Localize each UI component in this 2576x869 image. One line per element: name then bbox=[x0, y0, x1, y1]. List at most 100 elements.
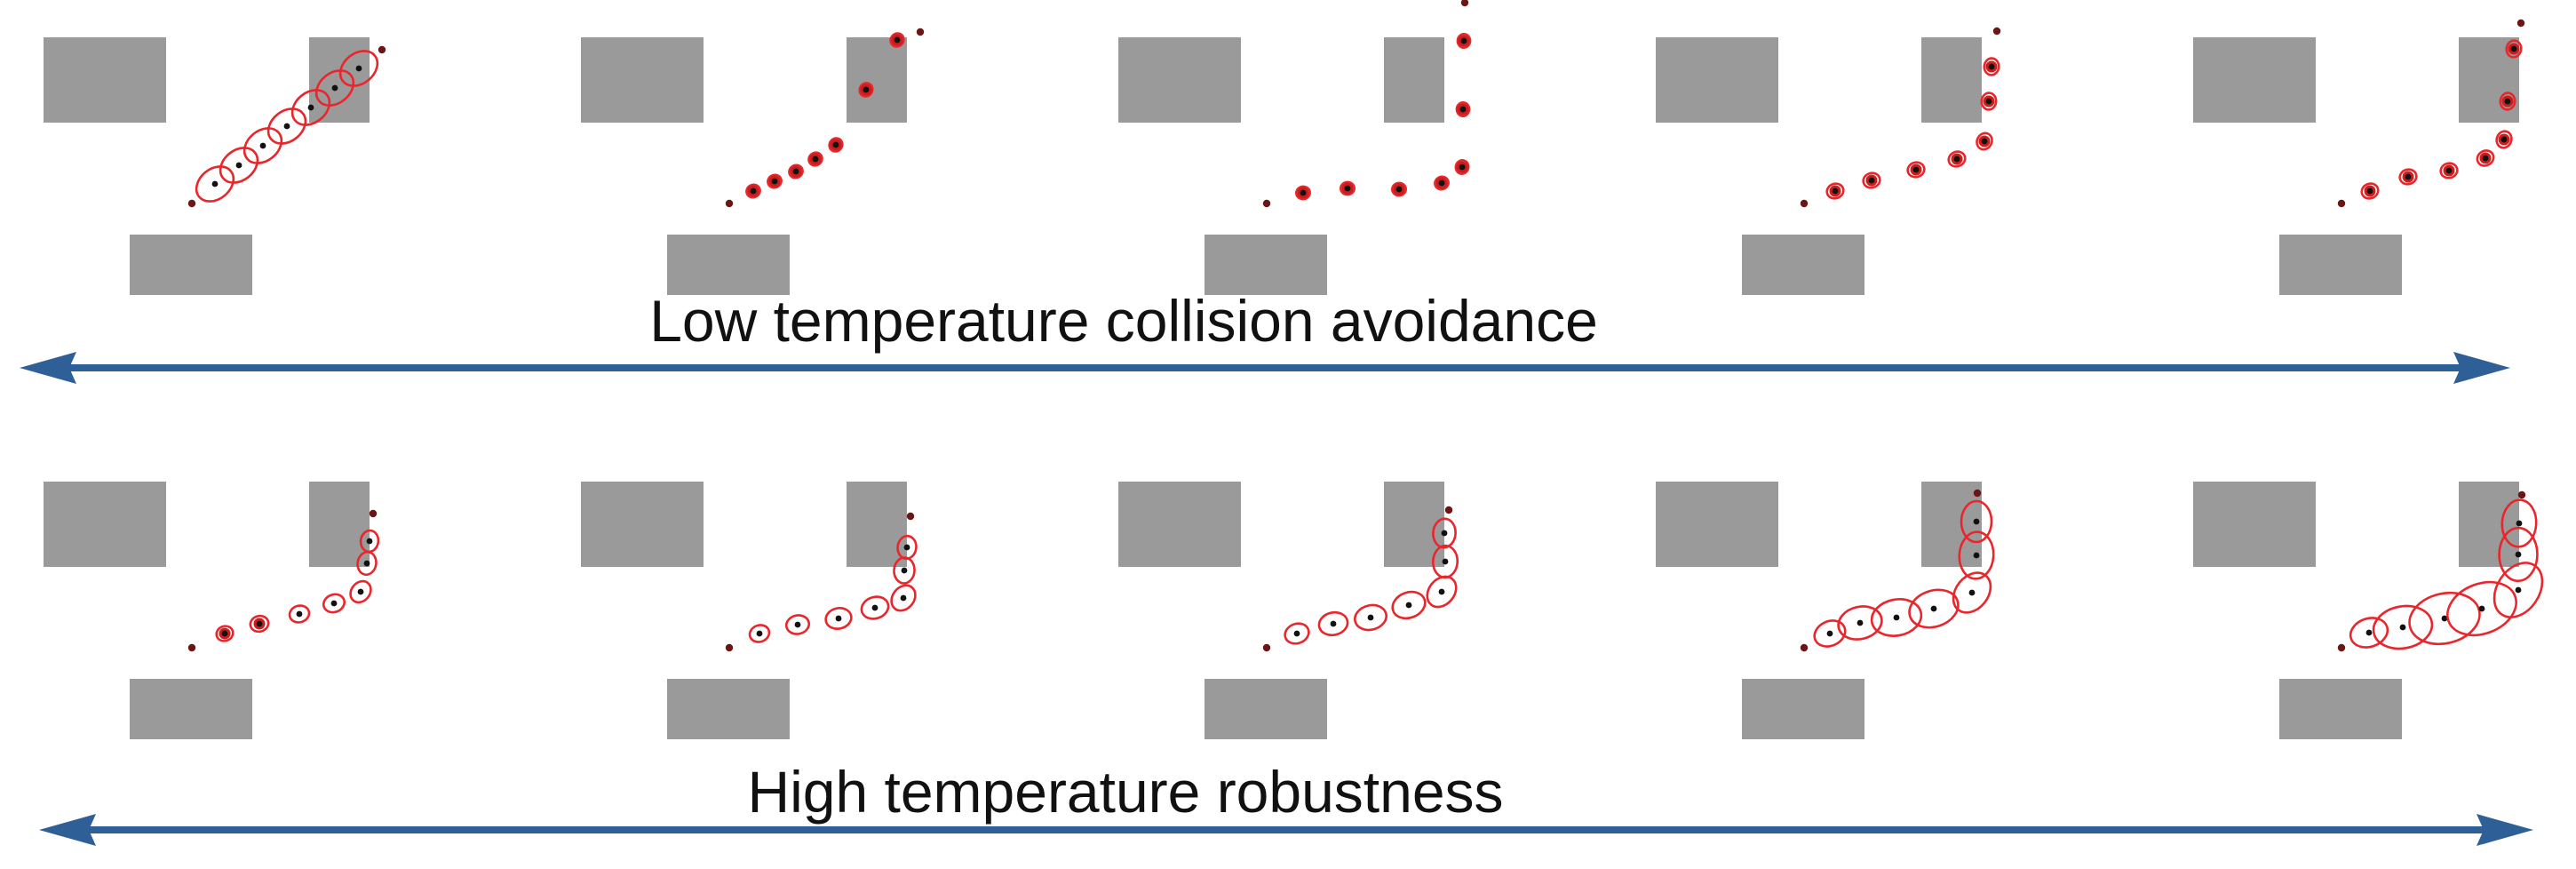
trajectory-endpoint bbox=[2337, 199, 2346, 208]
top-double-arrow bbox=[20, 352, 2510, 384]
obstacle-upper-left bbox=[581, 37, 704, 123]
trajectory-endpoint bbox=[369, 509, 378, 518]
uncertainty-ellipse bbox=[1813, 619, 1847, 648]
arrow-head-right bbox=[2477, 814, 2533, 846]
trajectory-endpoint bbox=[378, 45, 386, 54]
waypoint-dot bbox=[1460, 37, 1467, 44]
uncertainty-ellipse bbox=[1958, 530, 1995, 580]
uncertainty-ellipse bbox=[1295, 185, 1311, 201]
trajectory-endpoint bbox=[1973, 489, 1982, 498]
waypoint-dot bbox=[832, 141, 839, 148]
trajectory-endpoint bbox=[2516, 19, 2525, 28]
panel-high-temperature-4 bbox=[1800, 489, 1995, 652]
uncertainty-ellipse bbox=[2439, 162, 2459, 179]
trajectory-endpoint bbox=[725, 199, 734, 208]
waypoint-dot bbox=[1395, 186, 1403, 193]
waypoint-dot bbox=[792, 168, 799, 175]
panel-high-temperature-3 bbox=[1262, 506, 1459, 652]
uncertainty-ellipse bbox=[1391, 590, 1427, 620]
trajectory-endpoint bbox=[906, 512, 915, 521]
trajectory-endpoint bbox=[187, 199, 196, 208]
obstacle-upper-left bbox=[44, 37, 166, 123]
panel-high-temperature-2 bbox=[725, 512, 918, 652]
trajectory-endpoint bbox=[1262, 643, 1271, 652]
uncertainty-ellipse bbox=[2349, 617, 2389, 649]
top-arrow-label: Low temperature collision avoidance bbox=[649, 288, 1598, 354]
panel-high-temperature-1 bbox=[187, 509, 380, 652]
uncertainty-ellipse bbox=[266, 108, 307, 145]
waypoint-dot bbox=[357, 588, 364, 595]
uncertainty-ellipse bbox=[1317, 610, 1349, 637]
waypoint-dot bbox=[1442, 558, 1449, 565]
uncertainty-ellipse bbox=[290, 89, 331, 126]
arrow-head-left bbox=[20, 352, 76, 384]
uncertainty-ellipse bbox=[1431, 544, 1459, 579]
obstacle-upper-left bbox=[581, 482, 704, 567]
uncertainty-ellipse bbox=[1906, 161, 1926, 179]
waypoint-dot bbox=[1405, 602, 1412, 609]
trajectory-endpoint bbox=[725, 643, 734, 652]
panel-low-temperature-4 bbox=[1800, 27, 2001, 208]
obstacle-upper-right bbox=[309, 37, 370, 123]
waypoint-dot bbox=[1985, 98, 1992, 105]
waypoint-dot bbox=[1893, 614, 1900, 621]
obstacle-lower bbox=[2279, 235, 2402, 295]
waypoint-dot bbox=[256, 620, 263, 627]
uncertainty-ellipse bbox=[195, 165, 235, 203]
waypoint-dot bbox=[1973, 518, 1980, 525]
trajectory-endpoint bbox=[2517, 490, 2526, 499]
arrow-head-right bbox=[2453, 352, 2510, 384]
waypoint-dot bbox=[2504, 98, 2511, 105]
uncertainty-ellipse bbox=[1456, 33, 1472, 49]
uncertainty-ellipse bbox=[784, 614, 811, 635]
trajectory-endpoint bbox=[2337, 643, 2346, 652]
uncertainty-ellipse bbox=[1455, 101, 1471, 117]
uncertainty-ellipse bbox=[2499, 92, 2516, 111]
waypoint-dot bbox=[1438, 588, 1445, 595]
obstacle-lower bbox=[667, 235, 790, 295]
obstacle-upper-left bbox=[44, 482, 166, 567]
waypoint-dot bbox=[2515, 586, 2522, 594]
waypoint-dot bbox=[259, 142, 266, 149]
uncertainty-ellipse bbox=[767, 173, 783, 189]
trajectory-endpoint bbox=[1444, 506, 1453, 514]
waypoint-dot bbox=[307, 104, 314, 111]
waypoint-dot bbox=[2500, 136, 2508, 143]
waypoint-dot bbox=[900, 594, 907, 602]
panel-obstacles-high-temperature-5 bbox=[2193, 482, 2519, 739]
uncertainty-ellipse bbox=[748, 624, 771, 643]
uncertainty-ellipse bbox=[314, 69, 355, 107]
uncertainty-ellipse bbox=[215, 625, 235, 642]
uncertainty-ellipse bbox=[2476, 149, 2495, 167]
uncertainty-ellipse bbox=[359, 529, 380, 554]
waypoint-dot bbox=[2478, 605, 2485, 612]
panel-obstacles-low-temperature-5 bbox=[2193, 37, 2519, 295]
waypoint-dot bbox=[835, 615, 842, 622]
uncertainty-ellipse bbox=[858, 82, 874, 98]
obstacle-upper-left bbox=[1118, 482, 1241, 567]
panel-obstacles-high-temperature-4 bbox=[1656, 482, 1982, 739]
bottom-arrow-label: High temperature robustness bbox=[747, 759, 1504, 825]
uncertainty-ellipse bbox=[219, 147, 259, 184]
waypoint-dot bbox=[903, 544, 910, 551]
waypoint-dot bbox=[2515, 551, 2522, 558]
waypoint-dot bbox=[894, 36, 901, 44]
arrows-layer bbox=[20, 352, 2533, 846]
trajectory-endpoint bbox=[1800, 643, 1809, 652]
uncertainty-ellipse bbox=[288, 604, 311, 624]
uncertainty-ellipse bbox=[1340, 180, 1356, 196]
uncertainty-ellipse bbox=[1960, 499, 1993, 544]
arrow-head-left bbox=[39, 814, 96, 846]
obstacle-upper-right bbox=[847, 482, 907, 567]
obstacle-lower bbox=[1205, 235, 1327, 295]
panel-obstacles-high-temperature-2 bbox=[581, 482, 907, 739]
waypoint-dot bbox=[1832, 187, 1839, 195]
uncertainty-ellipse bbox=[896, 534, 918, 561]
trajectories-layer bbox=[187, 0, 2544, 652]
uncertainty-ellipse bbox=[1862, 171, 1881, 189]
waypoint-dot bbox=[2510, 45, 2517, 52]
uncertainty-ellipse bbox=[1391, 181, 1407, 197]
uncertainty-ellipse bbox=[828, 137, 844, 153]
uncertainty-ellipse bbox=[1947, 150, 1967, 168]
